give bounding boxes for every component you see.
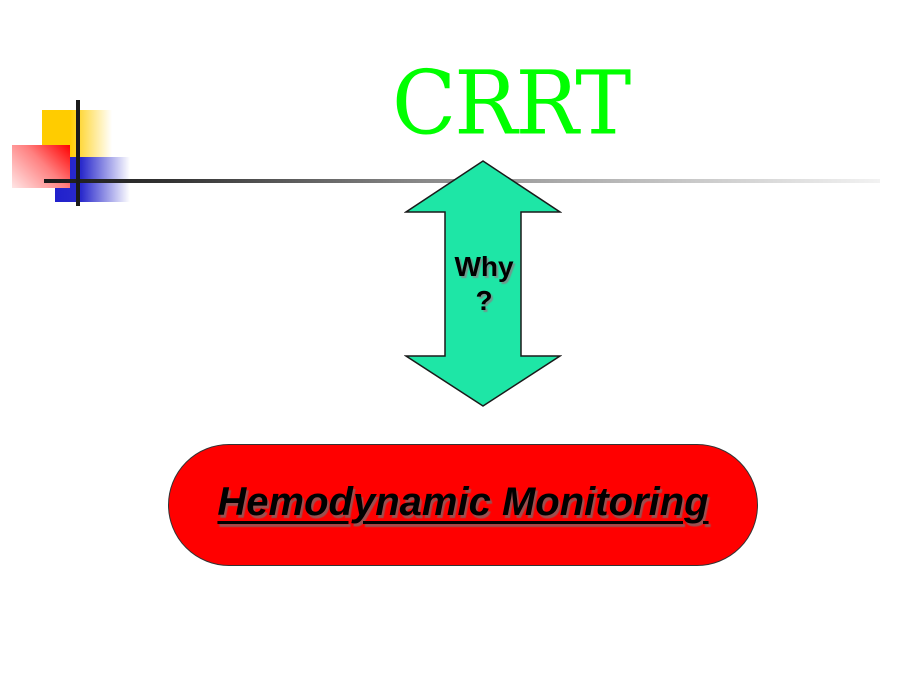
vertical-rule [76, 100, 80, 206]
double-vertical-arrow-icon [404, 160, 562, 407]
arrow-label-why: Why [454, 251, 514, 282]
pill-label: Hemodynamic Monitoring [217, 480, 709, 524]
arrow-label: Why ? [440, 250, 528, 318]
arrow-label-question: ? [475, 285, 493, 316]
hemodynamic-monitoring-pill: Hemodynamic Monitoring [168, 444, 758, 566]
slide-title: CRRT [392, 51, 631, 155]
